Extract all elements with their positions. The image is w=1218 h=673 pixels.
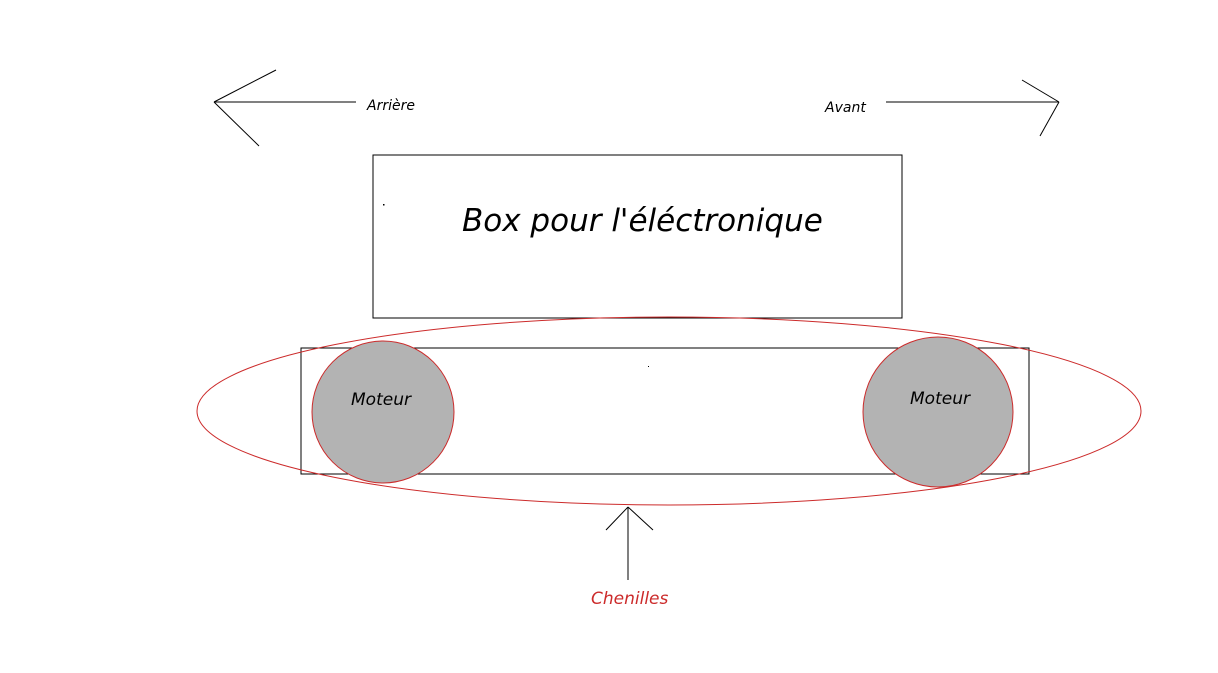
front-label: Avant <box>824 100 866 116</box>
rear-arrow <box>213 69 356 147</box>
electronics-box <box>372 154 903 319</box>
tracks-arrow <box>605 506 654 580</box>
rear-arrow-head-bottom <box>213 101 260 147</box>
front-arrow-head-top <box>1021 79 1060 103</box>
motor-left-label: Moteur <box>351 390 412 410</box>
stray-dot-2 <box>648 366 649 367</box>
tracks-arrow-head-left <box>605 506 629 531</box>
tracks-arrow-head-right <box>627 506 654 531</box>
stray-dot <box>383 204 385 206</box>
front-arrow <box>886 79 1060 137</box>
motor-right-label: Moteur <box>910 389 971 409</box>
motor-right <box>862 336 1014 488</box>
tracks-label: Chenilles <box>591 589 669 609</box>
electronics-box-label: Box pour l'éléctronique <box>462 203 823 239</box>
front-arrow-head-bottom <box>1039 101 1060 137</box>
rear-label: Arrière <box>366 98 415 114</box>
tracks-ellipse <box>196 316 1142 506</box>
motor-left <box>311 340 455 484</box>
chassis <box>300 347 1030 475</box>
rear-arrow-head-top <box>213 69 277 103</box>
